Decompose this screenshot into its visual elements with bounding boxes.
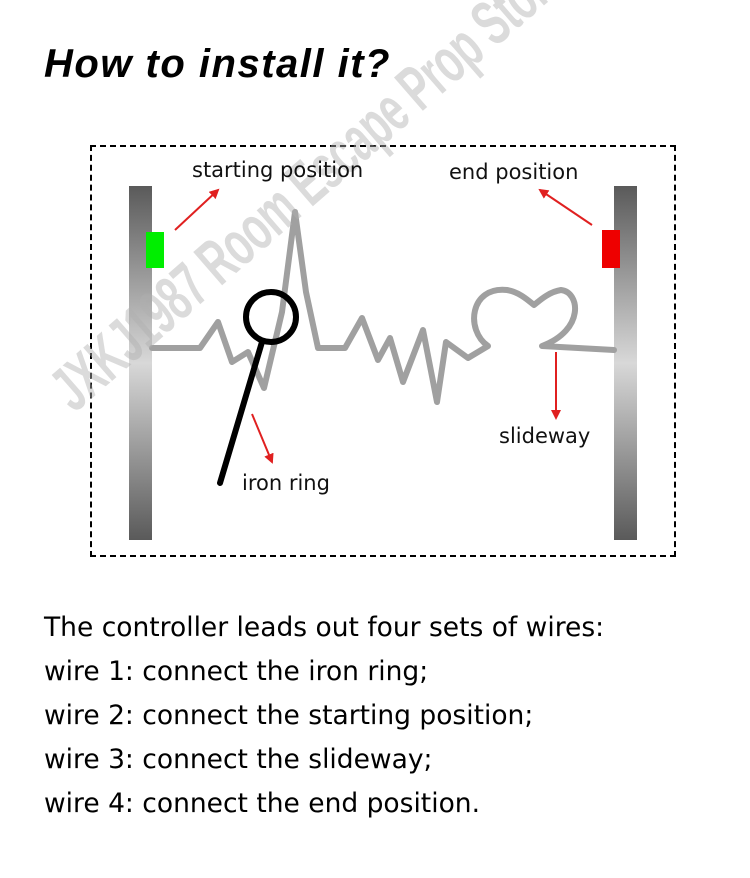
wiring-description: The controller leads out four sets of wi…	[44, 606, 604, 826]
iron-ring-handle	[217, 339, 265, 486]
wire-1-instruction: wire 1: connect the iron ring;	[44, 656, 429, 687]
diagram-frame	[90, 145, 676, 557]
description-intro: The controller leads out four sets of wi…	[44, 612, 605, 643]
starting-position-label: starting position	[192, 158, 364, 182]
slideway-track	[149, 209, 617, 405]
iron-ring-label: iron ring	[242, 471, 330, 495]
page-title: How to install it?	[44, 42, 391, 86]
end-position-label: end position	[449, 160, 579, 184]
start-marker	[146, 232, 164, 268]
wire-3-instruction: wire 3: connect the slideway;	[44, 744, 433, 775]
iron-ring	[243, 289, 299, 345]
arrow-start	[174, 188, 220, 231]
arrow-end	[538, 188, 593, 226]
left-post	[129, 186, 152, 540]
wire-2-instruction: wire 2: connect the starting position;	[44, 700, 534, 731]
slideway-label: slideway	[499, 424, 591, 448]
end-marker	[602, 230, 620, 268]
wire-4-instruction: wire 4: connect the end position.	[44, 788, 480, 819]
right-post	[614, 186, 637, 540]
arrow-ring	[251, 413, 274, 464]
